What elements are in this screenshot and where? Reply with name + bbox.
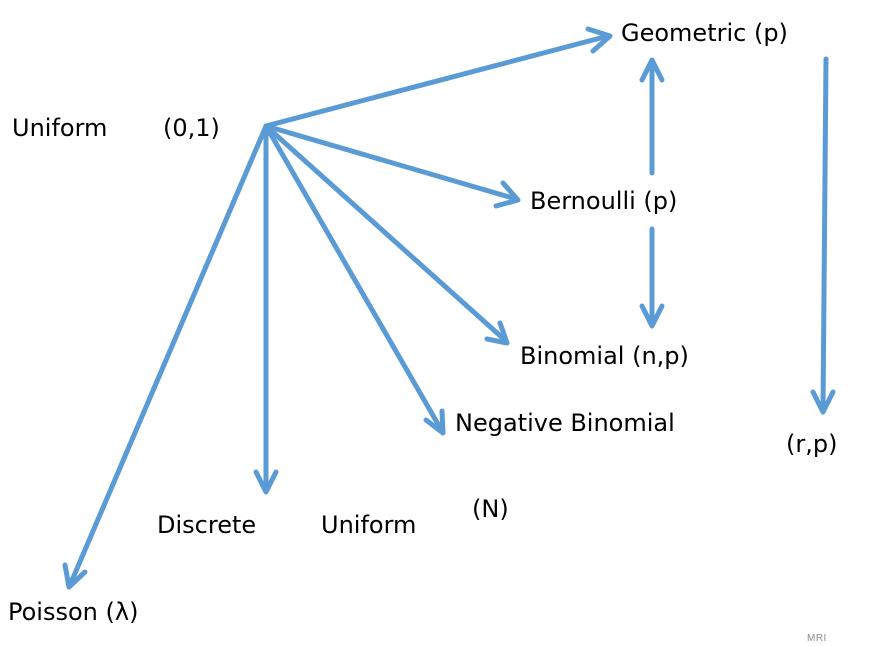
arrow-bernoulli-to-geometric: [639, 57, 665, 176]
arrow-uniform-to-poisson: [62, 123, 269, 590]
arrow-uniform-to-negative-binomial: [263, 123, 446, 436]
negative-binomial-label: Negative Binomial: [455, 409, 675, 437]
arrow-geometric-to-rp: [810, 56, 836, 415]
watermark: MRI: [807, 633, 827, 644]
uniform-param-label: (0,1): [163, 114, 220, 142]
discrete-label: Discrete: [157, 511, 257, 539]
arrow-uniform-to-binomial: [263, 123, 510, 346]
poisson-label: Poisson (λ): [8, 598, 139, 626]
arrow-bernoulli-to-binomial: [639, 226, 665, 329]
discrete-uniform-param-label: (N): [472, 495, 509, 523]
geometric-label: Geometric (p): [621, 19, 788, 47]
uniform-label: Uniform: [12, 114, 108, 142]
rp-label: (r,p): [786, 430, 838, 458]
binomial-label: Binomial (n,p): [520, 342, 689, 370]
arrow-uniform-to-discrete-uniform: [253, 123, 279, 495]
bernoulli-label: Bernoulli (p): [530, 187, 678, 215]
discrete-uniform-label: Uniform: [321, 511, 417, 539]
arrow-uniform-to-geometric: [263, 26, 613, 129]
arrow-uniform-to-bernoulli: [263, 123, 521, 209]
